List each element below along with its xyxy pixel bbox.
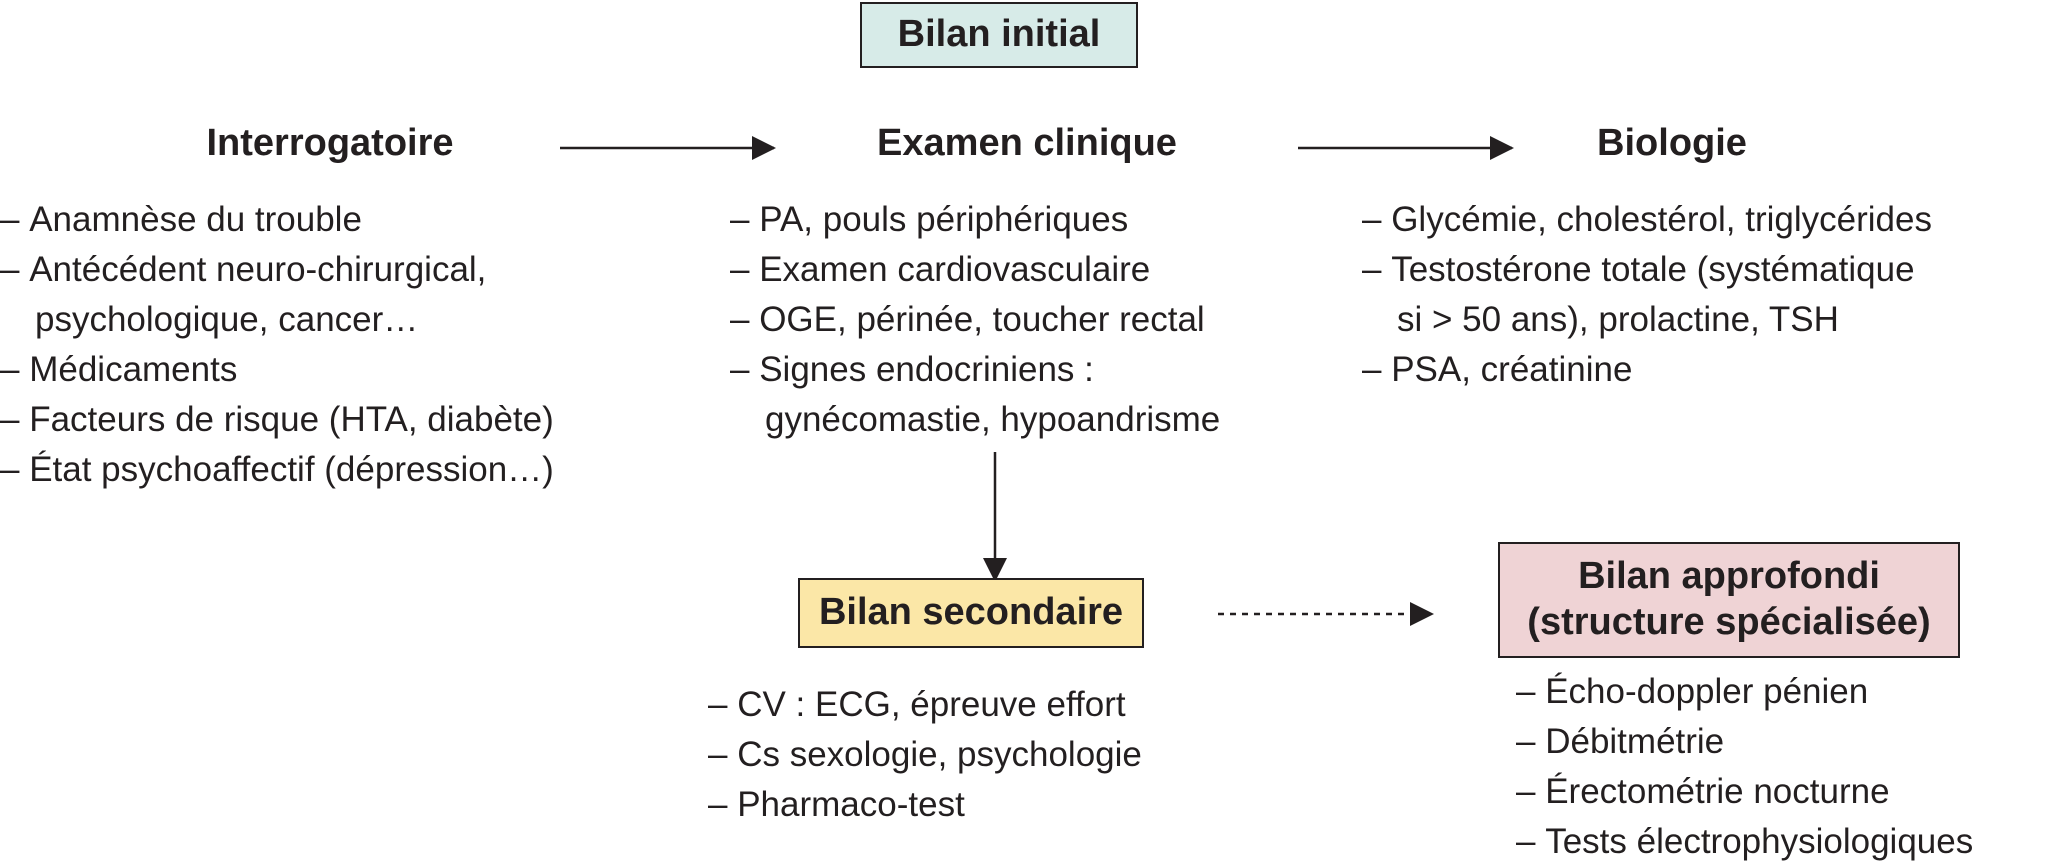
list-item: Facteurs de risque (HTA, diabète) [0,395,700,445]
list-item: Antécédent neuro-chirurgical, psychologi… [0,245,700,345]
bilan-approfondi-title: Bilan approfondi [1578,555,1880,598]
bilan-initial-title: Bilan initial [897,13,1101,56]
bilan-secondaire-list: CV : ECG, épreuve effort Cs sexologie, p… [708,680,1308,830]
biologie-heading: Biologie [1597,122,1747,164]
list-item: PSA, créatinine [1362,345,2050,395]
list-item: Cs sexologie, psychologie [708,730,1308,780]
list-item: PA, pouls périphériques [730,195,1350,245]
list-item: Tests électrophysiologiques [1516,817,2050,867]
list-item: Glycémie, cholestérol, triglycérides [1362,195,2050,245]
list-item: Médicaments [0,345,700,395]
list-item: Pharmaco-test [708,780,1308,830]
examen-clinique-heading: Examen clinique [877,122,1177,164]
list-item: Érectométrie nocturne [1516,767,2050,817]
bilan-initial-box: Bilan initial [860,2,1138,68]
biologie-list: Glycémie, cholestérol, triglycérides Tes… [1362,195,2050,395]
list-item: OGE, périnée, toucher rectal [730,295,1350,345]
bilan-secondaire-box: Bilan secondaire [798,578,1144,648]
list-item: Testostérone totale (systématique si > 5… [1362,245,2050,345]
bilan-secondaire-title: Bilan secondaire [818,591,1124,634]
bilan-approfondi-subtitle: (structure spécialisée) [1527,601,1931,643]
bilan-approfondi-list: Écho-doppler pénien Débitmétrie Érectomé… [1516,667,2050,867]
list-item: CV : ECG, épreuve effort [708,680,1308,730]
examen-clinique-list: PA, pouls périphériques Examen cardiovas… [730,195,1350,445]
list-item: Débitmétrie [1516,717,2050,767]
interrogatoire-list: Anamnèse du trouble Antécédent neuro-chi… [0,195,700,495]
list-item: Écho-doppler pénien [1516,667,2050,717]
bilan-approfondi-box: Bilan approfondi (structure spécialisée) [1498,542,1960,658]
interrogatoire-heading: Interrogatoire [206,122,454,164]
list-item: Anamnèse du trouble [0,195,700,245]
list-item: Examen cardiovasculaire [730,245,1350,295]
list-item: État psychoaffectif (dépression…) [0,445,700,495]
list-item: Signes endocriniens : gynécomastie, hypo… [730,345,1350,445]
